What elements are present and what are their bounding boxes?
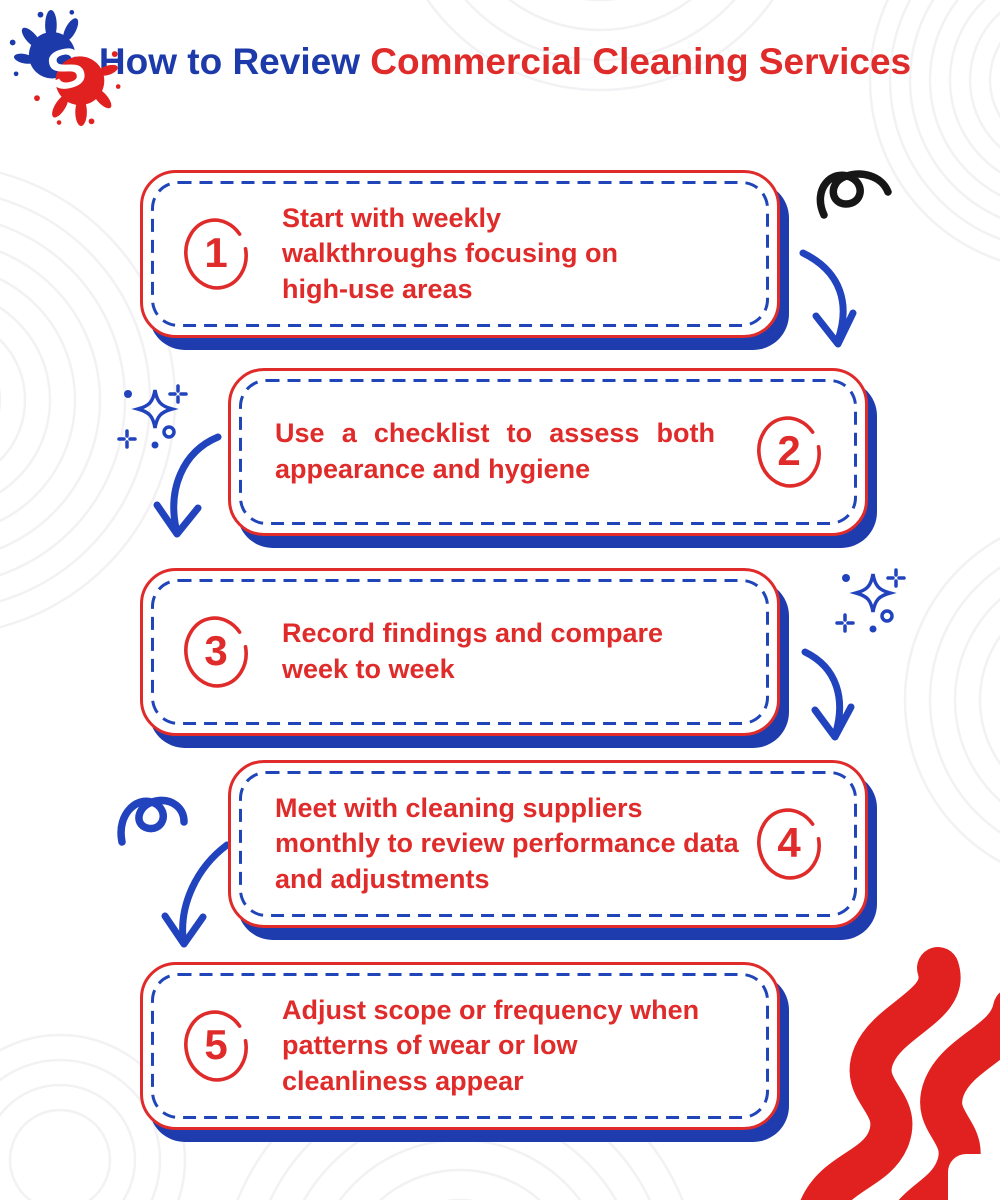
step-number-badge: 1 bbox=[180, 214, 252, 294]
page-title: How to Review Commercial Cleaning Servic… bbox=[85, 38, 925, 86]
step-number-badge: 4 bbox=[753, 804, 825, 884]
step-text: Meet with cleaning suppliers monthly to … bbox=[275, 792, 739, 894]
hand-drawn-circle-icon bbox=[757, 416, 821, 488]
curved-arrow-down-icon bbox=[801, 648, 855, 741]
step-number: 3 bbox=[204, 627, 228, 674]
step-number: 1 bbox=[204, 229, 228, 276]
step-number-badge: 3 bbox=[180, 612, 252, 692]
step-card-4: Meet with cleaning suppliers monthly to … bbox=[228, 760, 868, 928]
step-number-badge: 2 bbox=[753, 412, 825, 492]
step-text: Start with weekly walkthroughs focusing … bbox=[282, 202, 618, 304]
step-card-2: Use a checklist to assess both appearanc… bbox=[228, 368, 868, 536]
step-card-3: 3 Record findings and compare week to we… bbox=[140, 568, 780, 736]
step-number: 4 bbox=[777, 819, 801, 866]
hand-drawn-circle-icon bbox=[757, 808, 821, 880]
step-card-1: 1 Start with weekly walkthroughs focusin… bbox=[140, 170, 780, 338]
step-number: 5 bbox=[204, 1021, 228, 1068]
black-squiggle-icon bbox=[816, 170, 892, 219]
blue-squiggle-icon bbox=[117, 796, 188, 846]
step-card-5: 5 Adjust scope or frequency when pattern… bbox=[140, 962, 780, 1130]
paint-splat-icon bbox=[9, 10, 121, 126]
sparkle-icon bbox=[835, 568, 906, 633]
sparkle-icon bbox=[117, 384, 188, 449]
hand-drawn-circle-icon bbox=[184, 1010, 248, 1082]
step-text: Adjust scope or frequency when patterns … bbox=[282, 994, 700, 1096]
hand-drawn-circle-icon bbox=[184, 218, 248, 290]
curved-arrow-down-icon bbox=[153, 433, 222, 538]
red-wave-ribbons bbox=[800, 947, 1000, 1200]
title-red-part: Commercial Cleaning Services bbox=[370, 41, 912, 82]
step-text: Use a checklist to assess both appearanc… bbox=[275, 418, 715, 484]
brand-logo: S bbox=[8, 10, 124, 126]
title-blue-part: How to Review bbox=[98, 41, 360, 82]
step-number: 2 bbox=[777, 427, 801, 474]
hand-drawn-circle-icon bbox=[184, 616, 248, 688]
curved-arrow-down-icon bbox=[161, 841, 231, 948]
step-number-badge: 5 bbox=[180, 1006, 252, 1086]
step-text: Record findings and compare week to week bbox=[282, 618, 664, 684]
white-corner-shape bbox=[948, 1154, 1000, 1200]
curved-arrow-down-icon bbox=[799, 249, 857, 348]
